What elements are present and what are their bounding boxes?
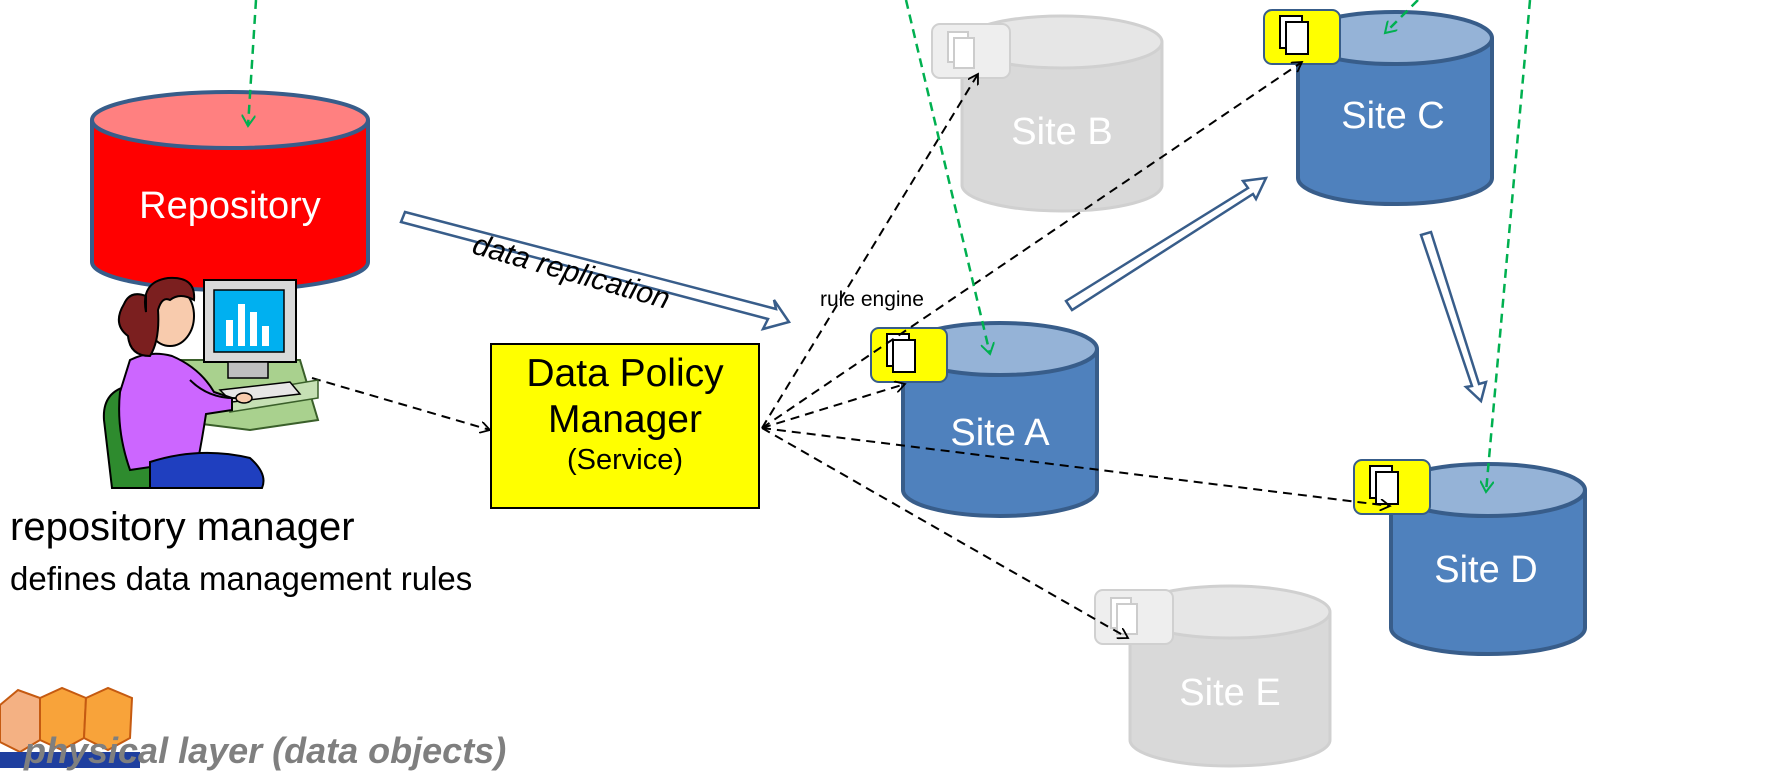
irods-logo (0, 686, 140, 768)
site-d-label: Site D (1434, 549, 1537, 591)
site-e-label: Site E (1179, 672, 1280, 714)
site-b-cylinder: Site B (960, 14, 1164, 213)
replication-arrow-repo-to-dpm (399, 210, 792, 331)
site-c-label: Site C (1341, 95, 1444, 137)
site-e-cylinder: Site E (1128, 584, 1332, 768)
repository-cylinder: Repository (90, 90, 370, 292)
green-arrow-repository (248, 0, 258, 126)
site-b-label: Site B (1011, 111, 1112, 153)
physical-layer-label: physical layer (data objects) (24, 730, 507, 771)
dpm-to-site-e-arrow (761, 427, 1128, 638)
site-a-doc-badge (870, 327, 948, 383)
rule-engine-label: rule engine (820, 288, 924, 311)
repository-manager-subtitle: defines data management rules (10, 560, 473, 597)
dpm-to-site-a-arrow (761, 384, 905, 429)
green-arrow-site-a (904, 0, 990, 354)
replication-arrow-c-to-d (1419, 230, 1488, 404)
dpm-line3: (Service) (566, 444, 683, 476)
site-d-doc-badge (1353, 459, 1431, 515)
green-arrow-site-c (1385, 0, 1419, 33)
site-a-cylinder: Site A (901, 321, 1099, 518)
dpm-to-site-b-arrow (761, 74, 978, 429)
dpm-line2: Manager (548, 398, 702, 441)
replication-arrow-a-to-c (1064, 176, 1269, 312)
site-c-doc-badge (1263, 9, 1341, 65)
site-a-label: Site A (950, 412, 1050, 454)
dpm-to-site-d-arrow (761, 427, 1390, 506)
data-policy-manager-box: Data Policy Manager (Service) (490, 343, 760, 509)
site-e-doc-badge (1094, 589, 1174, 645)
site-b-doc-badge (931, 23, 1011, 79)
repository-label: Repository (139, 185, 321, 227)
dpm-to-site-c-arrow (761, 62, 1302, 429)
repository-manager-title: repository manager (10, 505, 355, 549)
dashed-arrows (311, 62, 1390, 638)
green-arrow-site-d (1486, 0, 1532, 492)
green-arrows (248, 0, 1532, 492)
manager-to-dpm-arrow (311, 377, 490, 430)
site-c-cylinder: Site C (1296, 10, 1494, 206)
site-d-cylinder: Site D (1389, 462, 1587, 656)
dpm-line1: Data Policy (526, 352, 724, 395)
repository-manager-figure (102, 276, 320, 489)
